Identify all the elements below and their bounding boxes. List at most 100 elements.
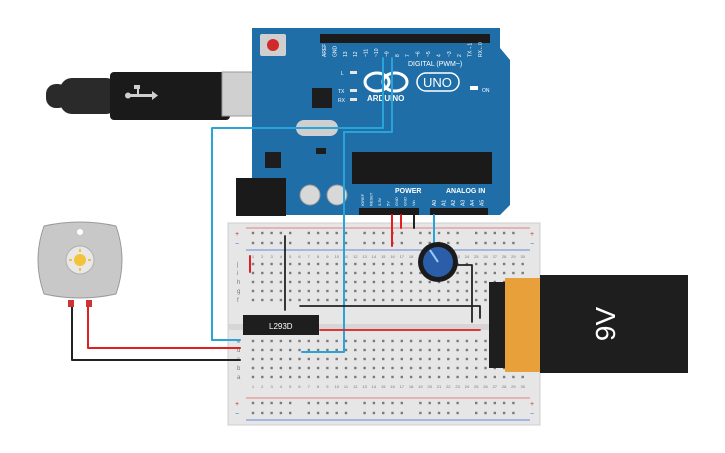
breadboard-hole[interactable] [409,298,413,302]
breadboard-hole[interactable] [512,231,515,235]
breadboard-hole[interactable] [289,339,292,343]
breadboard-hole[interactable] [475,339,478,343]
breadboard-hole[interactable] [326,339,329,343]
breadboard-hole[interactable] [289,298,292,302]
breadboard-hole[interactable] [261,348,264,352]
breadboard-hole[interactable] [372,280,376,284]
breadboard-hole[interactable] [456,298,459,302]
breadboard-hole[interactable] [372,339,376,343]
breadboard-hole[interactable] [512,271,515,275]
breadboard-hole[interactable] [261,366,264,370]
breadboard-hole[interactable] [289,271,292,275]
breadboard-hole[interactable] [391,375,394,379]
breadboard-hole[interactable] [251,339,255,343]
breadboard-hole[interactable] [437,280,441,284]
breadboard-hole[interactable] [428,280,431,284]
breadboard-hole[interactable] [428,357,431,361]
breadboard-hole[interactable] [512,375,515,379]
breadboard-hole[interactable] [391,366,394,370]
breadboard-hole[interactable] [289,357,292,361]
breadboard-hole[interactable] [382,289,385,293]
breadboard-hole[interactable] [261,411,264,415]
potentiometer[interactable] [418,242,458,282]
breadboard-hole[interactable] [391,348,394,352]
breadboard-hole[interactable] [382,298,385,302]
breadboard-hole[interactable] [521,271,524,275]
breadboard-hole[interactable] [456,289,459,293]
breadboard-hole[interactable] [419,366,422,370]
breadboard-hole[interactable] [344,271,348,275]
breadboard-hole[interactable] [437,348,441,352]
breadboard-hole[interactable] [400,339,403,343]
breadboard-hole[interactable] [484,401,487,405]
breadboard-hole[interactable] [316,348,320,352]
breadboard-hole[interactable] [335,298,338,302]
breadboard-hole[interactable] [335,411,338,415]
breadboard-hole[interactable] [326,411,329,415]
breadboard-hole[interactable] [344,298,348,302]
breadboard-hole[interactable] [363,339,366,343]
breadboard-hole[interactable] [475,348,478,352]
breadboard-hole[interactable] [335,348,338,352]
breadboard-hole[interactable] [382,357,385,361]
breadboard-hole[interactable] [289,366,292,370]
breadboard-hole[interactable] [251,348,255,352]
breadboard-hole[interactable] [428,366,431,370]
power-jack[interactable] [236,178,286,216]
breadboard-hole[interactable] [447,339,450,343]
breadboard-hole[interactable] [363,357,366,361]
breadboard-hole[interactable] [363,348,366,352]
breadboard-hole[interactable] [475,411,478,415]
breadboard-hole[interactable] [326,231,329,235]
breadboard-hole[interactable] [261,271,264,275]
breadboard-hole[interactable] [391,339,394,343]
breadboard-hole[interactable] [372,357,376,361]
breadboard-hole[interactable] [261,289,264,293]
usb-cable[interactable] [46,71,261,120]
breadboard-hole[interactable] [382,366,385,370]
breadboard-hole[interactable] [428,231,431,235]
breadboard-hole[interactable] [354,271,357,275]
breadboard-hole[interactable] [391,357,394,361]
breadboard-hole[interactable] [419,411,422,415]
power-header[interactable] [359,208,419,215]
breadboard-hole[interactable] [475,241,478,245]
breadboard-hole[interactable] [484,241,487,245]
breadboard-hole[interactable] [261,401,264,405]
breadboard-hole[interactable] [521,262,524,266]
breadboard-hole[interactable] [354,375,357,379]
breadboard-hole[interactable] [279,357,283,361]
breadboard-hole[interactable] [298,271,301,275]
breadboard-hole[interactable] [270,298,273,302]
breadboard-hole[interactable] [279,411,283,415]
breadboard-hole[interactable] [437,411,441,415]
breadboard-hole[interactable] [251,241,255,245]
breadboard-hole[interactable] [419,298,422,302]
breadboard-hole[interactable] [400,411,403,415]
breadboard-hole[interactable] [289,262,292,266]
breadboard-hole[interactable] [475,280,478,284]
breadboard-hole[interactable] [372,366,376,370]
breadboard-hole[interactable] [484,357,487,361]
breadboard-hole[interactable] [484,262,487,266]
breadboard-hole[interactable] [465,357,469,361]
breadboard-hole[interactable] [289,411,292,415]
breadboard-hole[interactable] [316,241,320,245]
breadboard-hole[interactable] [261,280,264,284]
breadboard-hole[interactable] [251,366,255,370]
breadboard-hole[interactable] [326,357,329,361]
breadboard-hole[interactable] [344,241,348,245]
breadboard-hole[interactable] [344,366,348,370]
breadboard-hole[interactable] [316,366,320,370]
breadboard-hole[interactable] [437,289,441,293]
breadboard-hole[interactable] [409,375,413,379]
breadboard-hole[interactable] [363,298,366,302]
breadboard-hole[interactable] [316,280,320,284]
breadboard-hole[interactable] [307,348,310,352]
breadboard-hole[interactable] [279,339,283,343]
breadboard-hole[interactable] [409,357,413,361]
breadboard-hole[interactable] [428,348,431,352]
breadboard-hole[interactable] [307,271,310,275]
breadboard-hole[interactable] [289,280,292,284]
breadboard-hole[interactable] [465,366,469,370]
